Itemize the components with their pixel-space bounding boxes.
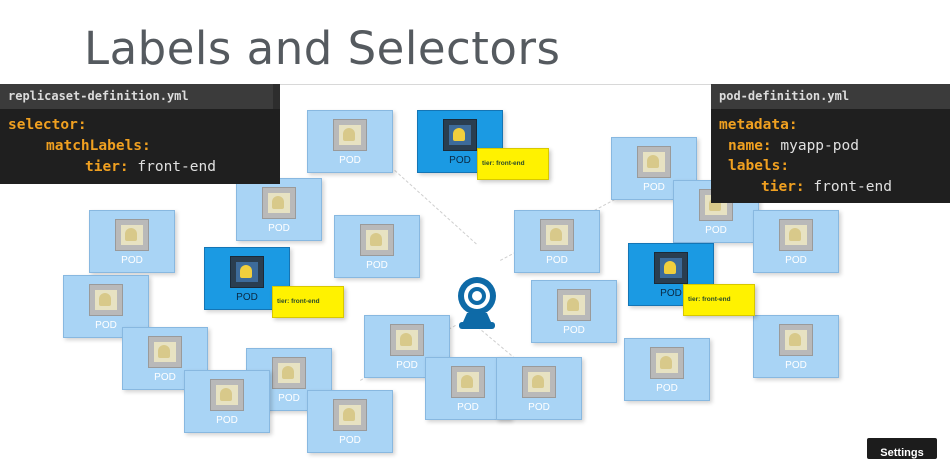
pod: POD — [307, 110, 393, 173]
pod: POD — [184, 370, 270, 433]
yaml-key: labels: — [728, 158, 790, 174]
replicaset-filename: replicaset-definition.yml — [0, 84, 273, 109]
pod-icon — [451, 366, 485, 398]
yaml-key: selector: — [8, 117, 87, 133]
pod-label: POD — [656, 383, 678, 394]
pod-label: POD — [449, 155, 471, 166]
pod: POD — [364, 315, 450, 378]
pod-yaml-panel: pod-definition.yml metadata: name: myapp… — [711, 84, 950, 203]
pod-label: POD — [785, 255, 807, 266]
pod-icon — [230, 256, 264, 288]
yaml-key: metadata: — [719, 117, 798, 133]
pod-label: POD — [563, 325, 585, 336]
pod-label: POD — [705, 225, 727, 236]
pod: POD — [496, 357, 582, 420]
yaml-key: tier: — [761, 178, 805, 195]
pod-icon — [210, 379, 244, 411]
pod-label: POD — [528, 402, 550, 413]
pod-label: POD — [643, 182, 665, 193]
pod-icon — [262, 187, 296, 219]
yaml-key: name: — [728, 137, 772, 154]
pod-icon — [333, 399, 367, 431]
pod-icon — [443, 119, 477, 151]
pod-label-tag: tier: front-end — [683, 284, 755, 316]
pod-label: POD — [546, 255, 568, 266]
pod-icon — [779, 219, 813, 251]
pod: POD — [334, 215, 420, 278]
pod-icon — [333, 119, 367, 151]
pod-selected: POD — [628, 243, 714, 306]
pod: POD — [624, 338, 710, 401]
pod-label: POD — [154, 372, 176, 383]
pod-icon — [650, 347, 684, 379]
title-divider — [0, 84, 950, 85]
pod: POD — [122, 327, 208, 390]
pod-icon — [779, 324, 813, 356]
pod: POD — [89, 210, 175, 273]
pod-label: POD — [396, 360, 418, 371]
yaml-key: matchLabels: — [46, 138, 151, 154]
pod-label: POD — [216, 415, 238, 426]
pod-icon — [89, 284, 123, 316]
yaml-value: front-end — [137, 159, 216, 175]
pod-label: POD — [121, 255, 143, 266]
pod-label-tag: tier: front-end — [477, 148, 549, 180]
replicaset-yaml-code: selector: matchLabels: tier: front-end — [0, 109, 280, 184]
pod-label: POD — [278, 393, 300, 404]
pod-icon — [540, 219, 574, 251]
pod-label: POD — [95, 320, 117, 331]
pod-icon — [148, 336, 182, 368]
pod-icon — [390, 324, 424, 356]
pod-icon — [360, 224, 394, 256]
pod: POD — [753, 210, 839, 273]
webcam-icon — [458, 277, 496, 329]
yaml-value: front-end — [813, 178, 892, 195]
pod-label: POD — [457, 402, 479, 413]
pod-label: POD — [339, 155, 361, 166]
pod: POD — [236, 178, 322, 241]
pod-label: POD — [366, 260, 388, 271]
settings-button[interactable]: Settings — [867, 438, 937, 459]
pod-label: POD — [339, 435, 361, 446]
pod: POD — [63, 275, 149, 338]
pod-label: POD — [660, 288, 682, 299]
yaml-key: tier: — [85, 159, 129, 175]
pod-label: POD — [785, 360, 807, 371]
pod-label: POD — [268, 223, 290, 234]
pod-label: POD — [236, 292, 258, 303]
pod-icon — [637, 146, 671, 178]
slide-title: Labels and Selectors — [84, 22, 561, 75]
pod: POD — [307, 390, 393, 453]
pod-icon — [115, 219, 149, 251]
pod-icon — [522, 366, 556, 398]
replicaset-yaml-panel: replicaset-definition.yml selector: matc… — [0, 84, 280, 184]
pod: POD — [753, 315, 839, 378]
pod-icon — [557, 289, 591, 321]
pod-filename: pod-definition.yml — [711, 84, 950, 109]
pod-icon — [272, 357, 306, 389]
pod-label-tag: tier: front-end — [272, 286, 344, 318]
pod: POD — [531, 280, 617, 343]
pod-icon — [654, 252, 688, 284]
yaml-value: myapp-pod — [780, 137, 859, 154]
pod-selected: POD — [417, 110, 503, 173]
pod-yaml-code: metadata: name: myapp-pod labels: tier: … — [711, 109, 950, 203]
pod: POD — [514, 210, 600, 273]
